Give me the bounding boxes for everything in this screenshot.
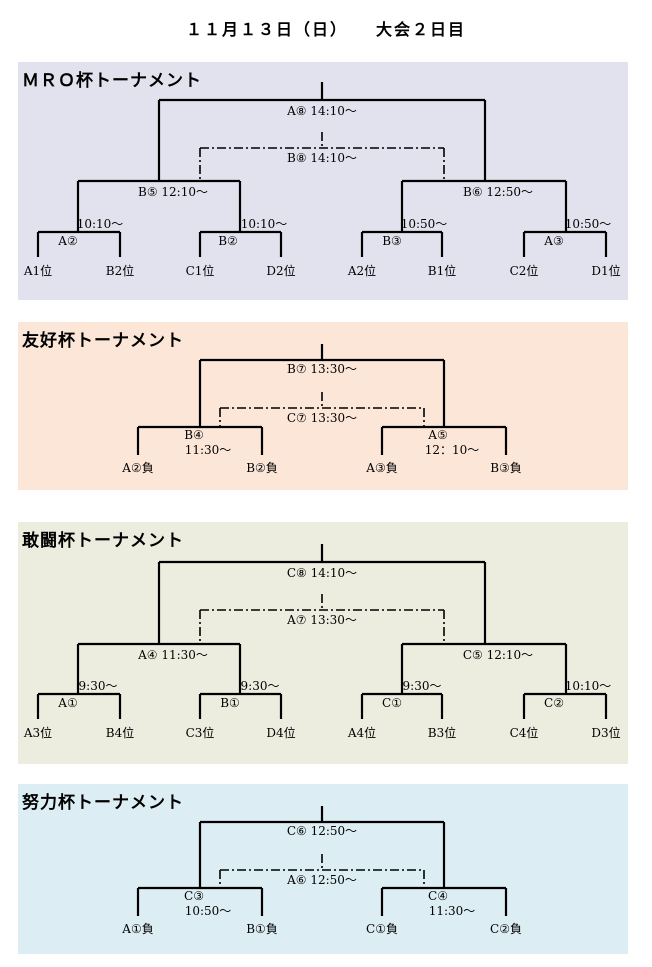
panel-title: 敢闘杯トーナメント [22, 531, 184, 551]
bracket-lines [36, 82, 608, 257]
semi-right-label: B⑥ 12:50〜 [463, 185, 533, 199]
bracket-lines [136, 344, 508, 455]
kanto-tournament-panel: 敢闘杯トーナメント [18, 522, 628, 764]
match-code: A③ [543, 234, 563, 248]
semi-right-label: C⑤ 12:10〜 [463, 648, 533, 662]
semi-left-time: 10:50〜 [185, 904, 232, 918]
team-slot: B2位 [106, 263, 134, 278]
semi-left-time: 11:30〜 [185, 443, 232, 457]
team-slot: A2位 [347, 263, 376, 278]
mro-bracket: A⑧ 14:10〜 B⑧ 14:10〜 B⑤ 12:10〜 B⑥ 12:50〜 … [23, 82, 621, 278]
final-label: C⑧ 14:10〜 [287, 566, 357, 580]
panel-title: 友好杯トーナメント [22, 331, 184, 351]
match-time: 9:30〜 [241, 679, 280, 693]
match-time: 10:10〜 [77, 217, 124, 231]
team-slot: A②負 [121, 461, 153, 475]
third-place-lines [199, 132, 445, 181]
panel-title: 努力杯トーナメント [22, 793, 184, 813]
third-place-label: C⑦ 13:30〜 [287, 411, 357, 425]
match-code: C① [382, 696, 402, 710]
match-code: B① [220, 696, 240, 710]
team-slot: D3位 [591, 725, 620, 740]
match-time: 10:50〜 [565, 217, 612, 231]
kanto-bracket: C⑧ 14:10〜 A⑦ 13:30〜 A④ 11:30〜 C⑤ 12:10〜 … [23, 544, 621, 740]
match-time: 10:10〜 [565, 679, 612, 693]
team-slot: C4位 [510, 725, 539, 740]
match-time: 10:10〜 [241, 217, 288, 231]
doryoku-bracket: C⑥ 12:50〜 A⑥ 12:50〜 C③ 10:50〜 C④ 11:30〜 … [121, 806, 522, 936]
match-time: 10:50〜 [401, 217, 448, 231]
page-title: １１月１３日（日） 大会２日目 [185, 20, 466, 39]
final-label: B⑦ 13:30〜 [287, 362, 357, 376]
bracket-lines [136, 806, 508, 916]
team-slot: B3位 [428, 725, 456, 740]
team-slot: A3位 [23, 725, 52, 740]
team-slot: B①負 [246, 922, 278, 936]
semi-left-code: B④ [184, 428, 204, 442]
semi-right-code: A⑤ [427, 428, 447, 442]
team-slot: A4位 [347, 725, 376, 740]
match-code: B③ [382, 234, 402, 248]
semi-left-label: B⑤ 12:10〜 [138, 185, 208, 199]
match-time: 9:30〜 [403, 679, 442, 693]
doryoku-tournament-panel: 努力杯トーナメント C⑥ 12:50〜 A⑥ 12:50〜 C③ 10:50〜 … [18, 784, 628, 954]
team-slot: D4位 [266, 725, 295, 740]
match-code: C② [544, 696, 564, 710]
team-slot: A1位 [23, 263, 52, 278]
third-place-label: B⑧ 14:10〜 [287, 151, 357, 165]
match-code: B② [218, 234, 238, 248]
team-slot: C①負 [366, 922, 398, 936]
panel-title: ＭＲＯ杯トーナメント [22, 71, 202, 91]
yuko-bracket: B⑦ 13:30〜 C⑦ 13:30〜 B④ 11:30〜 A⑤ 12：10〜 … [121, 344, 522, 475]
semi-right-code: C④ [428, 889, 448, 903]
third-place-lines [219, 854, 425, 888]
semi-left-label: A④ 11:30〜 [137, 648, 208, 662]
third-place-lines [199, 594, 445, 644]
team-slot: B4位 [106, 725, 134, 740]
team-slot: C2位 [510, 263, 539, 278]
team-slot: A③負 [365, 461, 397, 475]
team-slot: C3位 [186, 725, 215, 740]
third-place-lines [219, 392, 425, 427]
final-label: C⑥ 12:50〜 [287, 824, 357, 838]
semi-left-code: C③ [184, 889, 204, 903]
team-slot: D1位 [591, 263, 620, 278]
semi-right-time: 12：10〜 [425, 443, 480, 457]
match-code: A① [57, 696, 77, 710]
bracket-lines [36, 544, 608, 719]
team-slot: B③負 [490, 461, 522, 475]
third-place-label: A⑦ 13:30〜 [286, 613, 357, 627]
third-place-label: A⑥ 12:50〜 [286, 873, 357, 887]
team-slot: A①負 [121, 922, 153, 936]
team-slot: C②負 [490, 922, 522, 936]
yuko-tournament-panel: 友好杯トーナメント B⑦ 13:30〜 C⑦ 13:30〜 B④ 11:30〜 … [18, 322, 628, 490]
team-slot: B1位 [428, 263, 456, 278]
team-slot: D2位 [266, 263, 295, 278]
match-code: A② [57, 234, 77, 248]
semi-right-time: 11:30〜 [429, 904, 476, 918]
match-time: 9:30〜 [79, 679, 118, 693]
final-label: A⑧ 14:10〜 [286, 104, 357, 118]
team-slot: C1位 [186, 263, 215, 278]
team-slot: B②負 [246, 461, 278, 475]
mro-tournament-panel: ＭＲＯ杯トーナメント [18, 62, 628, 300]
